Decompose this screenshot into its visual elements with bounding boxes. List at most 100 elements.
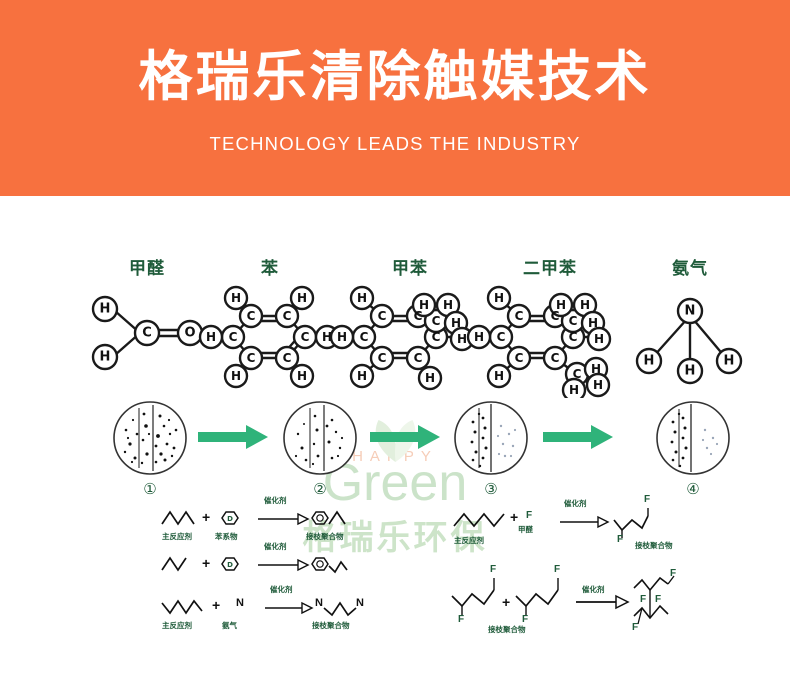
svg-text:H: H (580, 298, 590, 312)
molecule-ammonia: 氨气 N H H H (625, 254, 755, 388)
molecule-label-toluene: 甲苯 (392, 259, 428, 279)
process-circle-2 (283, 401, 357, 475)
reaction-right-1: + F F F 催化剂 主反应剂 甲醛 接枝聚合物 (452, 494, 673, 550)
svg-text:H: H (322, 330, 332, 344)
process-arrow-3-icon (543, 425, 613, 449)
molecule-row: 甲醛 H H C O (0, 254, 790, 399)
svg-text:C: C (414, 309, 423, 323)
reaction-right-2-f-2: F (458, 614, 465, 625)
reaction-left-1-plus: + (202, 509, 211, 525)
svg-text:H: H (569, 383, 579, 397)
reaction-left-3: + N N N 催化剂 主反应剂 氨气 接枝聚合物 (160, 585, 364, 630)
page-header-banner: 格瑞乐清除触媒技术 TECHNOLOGY LEADS THE INDUSTRY (0, 0, 790, 196)
svg-text:H: H (100, 350, 111, 365)
svg-text:H: H (724, 354, 735, 369)
reaction-right-2-f-8: F (632, 622, 639, 633)
reaction-left-1-catalyst: 催化剂 (264, 496, 287, 505)
reaction-left-3-catalyst: 催化剂 (270, 585, 293, 594)
reaction-left-3-plus: + (212, 597, 221, 613)
svg-text:C: C (551, 351, 560, 365)
svg-text:D: D (227, 515, 233, 523)
svg-text:H: H (685, 364, 696, 379)
reaction-right-2-catalyst: 催化剂 (582, 585, 605, 594)
svg-text:C: C (378, 351, 387, 365)
ammonia-structure-icon: N H H H (635, 297, 743, 385)
molecule-benzene: 苯 (195, 254, 345, 391)
process-step-number-3: ③ (484, 480, 498, 498)
reaction-right-1-fluorine-glyph: F (526, 510, 533, 521)
svg-text:H: H (337, 330, 347, 344)
svg-text:C: C (515, 351, 524, 365)
svg-text:O: O (184, 326, 195, 341)
svg-text:H: H (100, 302, 111, 317)
svg-text:C: C (301, 330, 310, 344)
reaction-left-2-catalyst: 催化剂 (264, 542, 287, 551)
formaldehyde-structure-icon: H H C O (91, 295, 204, 371)
svg-text:H: H (494, 291, 504, 305)
svg-text:C: C (497, 330, 506, 344)
svg-text:N: N (685, 304, 696, 319)
content-area: HAPPY Green 格瑞乐环保 甲醛 (0, 196, 790, 697)
molecule-xylene: 二甲苯 (465, 254, 635, 398)
reaction-right-2-f-5: F (670, 568, 677, 579)
molecule-toluene: 甲苯 (330, 254, 490, 391)
molecule-label-formaldehyde: 甲醛 (129, 259, 165, 279)
svg-text:C: C (432, 330, 441, 344)
svg-text:C: C (378, 309, 387, 323)
svg-text:H: H (591, 362, 601, 376)
reaction-left-3-structure-icon (161, 599, 357, 617)
reaction-left-3-product-label: 接枝聚合物 (312, 621, 350, 630)
svg-text:C: C (569, 314, 578, 328)
molecule-formaldehyde: 甲醛 H H C O (72, 254, 222, 383)
svg-text:C: C (247, 309, 256, 323)
svg-text:H: H (474, 330, 484, 344)
svg-text:H: H (451, 316, 461, 330)
svg-text:H: H (588, 316, 598, 330)
process-arrow-1-icon (198, 425, 268, 449)
reaction-right-1-structure-icon (453, 508, 649, 538)
svg-text:H: H (594, 332, 604, 346)
reaction-left-3-product-n1: N (315, 597, 323, 609)
svg-text:H: H (593, 378, 603, 392)
svg-text:C: C (515, 309, 524, 323)
svg-text:H: H (419, 298, 429, 312)
reaction-right-1-catalyst: 催化剂 (564, 499, 587, 508)
reaction-right-1-product-f-top: F (644, 494, 651, 505)
reaction-left-3-nitrogen-glyph: N (236, 597, 244, 609)
page-subtitle: TECHNOLOGY LEADS THE INDUSTRY (209, 132, 581, 154)
reaction-right-2-f-1: F (490, 564, 497, 575)
svg-text:H: H (443, 298, 453, 312)
svg-text:H: H (357, 369, 367, 383)
process-step-number-1: ① (143, 480, 157, 498)
molecule-label-ammonia: 氨气 (672, 259, 708, 279)
svg-text:C: C (573, 367, 582, 381)
svg-text:C: C (360, 330, 369, 344)
reaction-left-3-reactant-label: 主反应剂 (162, 621, 192, 630)
molecule-label-xylene: 二甲苯 (523, 259, 577, 279)
reaction-left-1: D + 催化剂 主反应剂 苯系物 接枝聚合物 (160, 496, 350, 541)
svg-text:H: H (357, 291, 367, 305)
svg-text:C: C (229, 330, 238, 344)
svg-text:C: C (283, 309, 292, 323)
reaction-left-3-partner-label: 氨气 (222, 621, 237, 630)
svg-text:H: H (494, 369, 504, 383)
reaction-left-3-product-n2: N (356, 597, 364, 609)
process-circle-4 (656, 401, 730, 475)
process-step-number-4: ④ (686, 480, 700, 498)
process-circle-3 (454, 401, 528, 475)
process-step-number-2: ② (313, 480, 327, 498)
svg-text:H: H (556, 298, 566, 312)
svg-text:H: H (457, 332, 467, 346)
reaction-left-1-partner-label: 苯系物 (215, 532, 238, 541)
svg-text:C: C (432, 314, 441, 328)
reaction-right-2-reactant-label: 接枝聚合物 (488, 625, 526, 634)
reaction-left-1-reactant-label: 主反应剂 (162, 532, 192, 541)
process-circle-1 (113, 401, 187, 475)
reaction-right-2-f-3: F (554, 564, 561, 575)
reaction-left-1-product-label: 接枝聚合物 (306, 532, 344, 541)
reaction-right-2-plus: + (502, 594, 511, 610)
reaction-right-2: + F F F F F F F F 催化剂 接枝聚合物 (450, 564, 678, 641)
reaction-left-2-plus: + (202, 555, 211, 571)
